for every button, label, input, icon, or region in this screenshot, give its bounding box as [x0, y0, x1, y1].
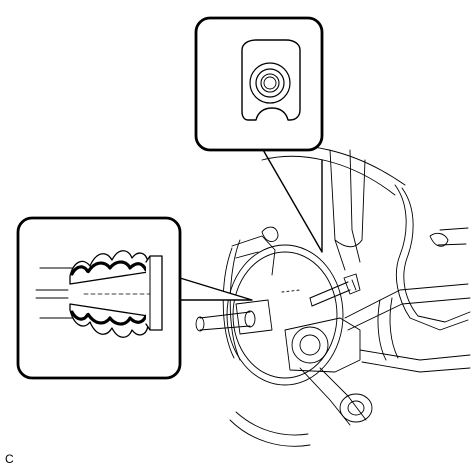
upper-detail-inset [194, 16, 324, 253]
suspension-assembly [195, 145, 471, 447]
left-detail-inset [16, 216, 253, 380]
figure-code: C [5, 452, 15, 466]
